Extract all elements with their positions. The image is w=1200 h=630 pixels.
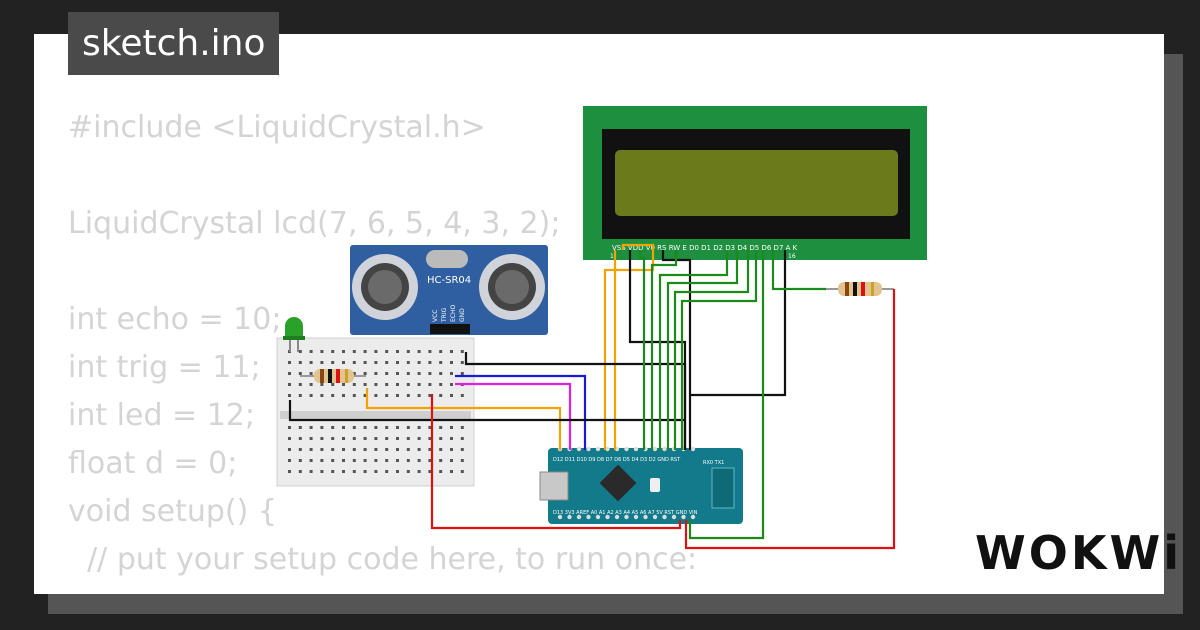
wire-blue-sensor[interactable] [455, 374, 587, 450]
code-line: lcd.begin(16,2); [68, 584, 697, 594]
arduino-nano[interactable]: D12 D11 D10 D9 D8 D7 D6 D5 D4 D3 D2 GND … [539, 446, 743, 524]
lcd-pin-labels: VSS VDD V0 RS RW E D0 D1 D2 D3 D4 D5 D6 … [612, 244, 798, 252]
wire-black-lcd-gnd[interactable] [628, 250, 687, 450]
code-line: void setup() { [68, 494, 277, 529]
resistor-led[interactable] [300, 369, 366, 383]
code-line: int led = 12; [68, 398, 255, 433]
wire-green-rs[interactable] [638, 250, 646, 450]
wire-black-k[interactable] [690, 250, 787, 397]
arduino-top-pins: D12 D11 D10 D9 D8 D7 D6 D5 D4 D3 D2 GND … [553, 457, 681, 463]
wire-green-d5[interactable] [666, 250, 739, 450]
lcd-display[interactable]: VSS VDD V0 RS RW E D0 D1 D2 D3 D4 D5 D6 … [583, 106, 927, 260]
code-line: int echo = 10; [68, 302, 282, 337]
sensor-label: HC-SR04 [427, 275, 471, 286]
ultrasonic-sensor[interactable]: HC-SR04 VCC TRIG ECHO GND [350, 245, 548, 335]
wires [288, 243, 896, 550]
wokwi-logo: WOKWi [975, 526, 1182, 580]
wire-green-a-5v[interactable] [688, 250, 765, 540]
code-line: float d = 0; [68, 446, 238, 481]
code-line: int trig = 11; [68, 350, 261, 385]
arduino-bottom-pins: D13 3V3 AREF A0 A1 A2 A3 A4 A5 A6 A7 5V … [553, 510, 698, 516]
wire-black-led-gnd[interactable] [288, 400, 685, 422]
wire-orange-lcd-power[interactable] [603, 243, 655, 450]
wire-green-d4[interactable] [658, 250, 729, 450]
wire-red-vcc[interactable] [430, 394, 682, 530]
wire-red-backlight[interactable] [684, 289, 896, 550]
wire-black-rw[interactable] [661, 250, 692, 450]
wire-magenta-echo[interactable] [455, 382, 572, 450]
file-tab[interactable]: sketch.ino [68, 12, 280, 75]
code-line: #include <LiquidCrystal.h> [68, 110, 486, 145]
sensor-pin-echo: ECHO [450, 305, 457, 322]
code-listing: #include <LiquidCrystal.h> LiquidCrystal… [68, 104, 697, 594]
lcd-pin-last: 16 [788, 253, 796, 260]
arduino-top-right-pins: RX0 TX1 [703, 460, 724, 466]
wire-green-e[interactable] [650, 250, 678, 450]
lcd-pin-first: 1 [610, 253, 614, 260]
wire-orange-trig[interactable] [365, 388, 562, 450]
code-line: LiquidCrystal lcd(7, 6, 5, 4, 3, 2); [68, 206, 561, 241]
green-led[interactable] [283, 317, 305, 352]
code-line: // put your setup code here, to run once… [68, 542, 698, 577]
breadboard[interactable] [276, 337, 475, 487]
sensor-pin-vcc: VCC [432, 310, 439, 322]
sensor-pin-gnd: GND [459, 308, 466, 322]
resistor-backlight[interactable] [825, 282, 894, 296]
wire-green-backlight[interactable] [771, 250, 826, 291]
wire-green-d6[interactable] [673, 250, 750, 450]
sensor-pin-trig: TRIG [441, 307, 448, 323]
wire-green-d7[interactable] [680, 250, 758, 450]
